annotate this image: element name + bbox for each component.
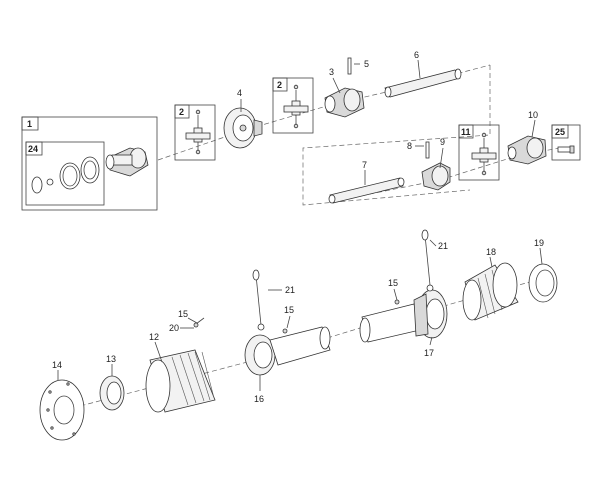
callout-5: 5 bbox=[364, 59, 369, 69]
leader-lines bbox=[57, 59, 543, 391]
callout-12: 12 bbox=[149, 332, 159, 342]
callout-9: 9 bbox=[440, 137, 445, 147]
part-20-screw bbox=[193, 317, 205, 328]
part-3-yoke bbox=[324, 87, 365, 118]
callout-14: 14 bbox=[52, 360, 62, 370]
part-7-inner-tube bbox=[328, 177, 405, 204]
callout-10: 10 bbox=[528, 110, 538, 120]
callout-21a: 21 bbox=[285, 285, 295, 295]
part-10-yoke bbox=[507, 135, 547, 165]
callout-7: 7 bbox=[362, 160, 367, 170]
box-label-1: 1 bbox=[27, 119, 32, 129]
callout-20: 20 bbox=[169, 323, 179, 333]
part-21-chain-left bbox=[252, 269, 265, 331]
guard-tube-right bbox=[359, 303, 421, 343]
part-8-pin bbox=[425, 141, 430, 159]
guard-tube-left bbox=[269, 326, 331, 366]
kit-box-1: 1 24 bbox=[21, 116, 158, 211]
part-6-outer-tube bbox=[384, 68, 462, 98]
callout-15c: 15 bbox=[388, 278, 398, 288]
part-5-pin bbox=[347, 57, 352, 75]
box-label-24: 24 bbox=[28, 144, 38, 154]
cross-kit-box-11: 11 bbox=[458, 124, 500, 181]
part-19-flange bbox=[528, 263, 558, 303]
yoke-assembly-1 bbox=[105, 147, 149, 177]
assembly-axis-upper-box bbox=[302, 65, 491, 206]
part-4-flange bbox=[223, 107, 263, 149]
callout-numbers: 4 3 5 6 7 8 9 10 21 15 15 20 12 13 14 16… bbox=[52, 50, 544, 404]
callout-13: 13 bbox=[106, 354, 116, 364]
callout-17: 17 bbox=[424, 348, 434, 358]
callout-8: 8 bbox=[407, 141, 412, 151]
callout-4: 4 bbox=[237, 88, 242, 98]
pin-kit-box-25: 25 bbox=[551, 124, 581, 161]
part-13-ring bbox=[99, 375, 125, 411]
snap-ring bbox=[31, 176, 43, 194]
callout-3: 3 bbox=[329, 67, 334, 77]
part-21-chain-right bbox=[421, 229, 434, 292]
part-12-bellows-cone bbox=[145, 349, 216, 413]
cross-kit-box-2a: 2 bbox=[174, 104, 216, 161]
part-14-flange-plate bbox=[39, 379, 85, 441]
callout-6: 6 bbox=[414, 50, 419, 60]
part-9-yoke bbox=[421, 162, 451, 191]
box-label-11: 11 bbox=[461, 127, 471, 137]
callout-16: 16 bbox=[254, 394, 264, 404]
callout-19: 19 bbox=[534, 238, 544, 248]
callout-21b: 21 bbox=[438, 241, 448, 251]
part-17-bearing-ring bbox=[413, 289, 448, 339]
callout-15a: 15 bbox=[284, 305, 294, 315]
box-label-2a: 2 bbox=[179, 107, 184, 117]
cross-kit-box-2b: 2 bbox=[272, 77, 314, 134]
part-18-bellows-cone bbox=[462, 262, 519, 321]
callout-15b: 15 bbox=[178, 309, 188, 319]
box-label-2b: 2 bbox=[277, 80, 282, 90]
callout-18: 18 bbox=[486, 247, 496, 257]
box-label-25: 25 bbox=[555, 127, 565, 137]
